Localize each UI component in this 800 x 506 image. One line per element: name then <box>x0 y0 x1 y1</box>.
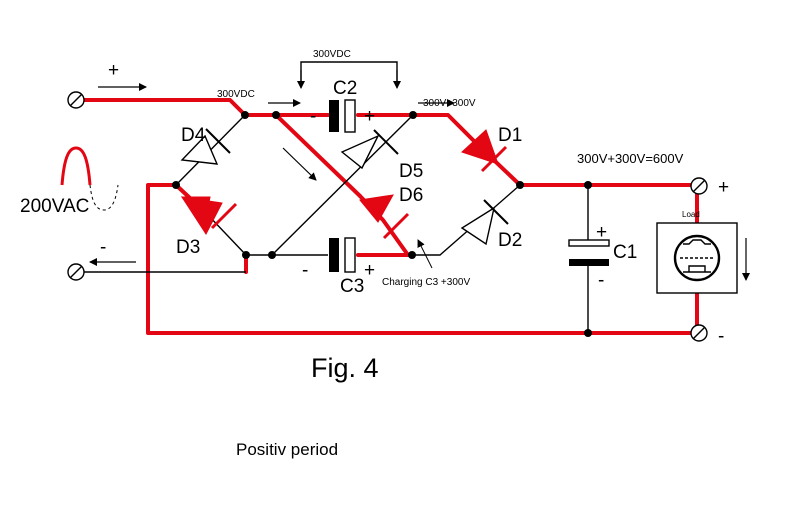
capacitor-c1 <box>568 239 610 266</box>
label-d1: D1 <box>498 125 522 146</box>
polarity-c1-minus: - <box>598 270 604 291</box>
capacitor-c2 <box>329 99 356 133</box>
label-d3: D3 <box>176 237 200 258</box>
ac-source-symbol <box>60 146 119 211</box>
label-c1: C1 <box>613 242 637 263</box>
polarity-output-minus: - <box>718 326 724 347</box>
active-current-path <box>82 98 699 335</box>
current-arrows <box>89 61 455 269</box>
terminal-output-negative <box>690 324 708 342</box>
inactive-wires <box>84 114 589 333</box>
load-block <box>656 222 750 294</box>
diode-d6 <box>359 194 410 240</box>
polarity-c3-minus: - <box>302 260 308 281</box>
period-caption: Positiv period <box>236 440 338 459</box>
polarity-c3-plus: + <box>364 260 375 281</box>
terminal-bottom-left <box>67 263 85 281</box>
label-top-bracket: 300VDC <box>313 49 351 60</box>
polarity-c2-plus: + <box>364 106 375 127</box>
polarity-c2-minus: - <box>310 106 316 127</box>
diode-d1 <box>461 129 508 173</box>
label-charging: Charging C3 +300V <box>382 277 470 288</box>
capacitor-c3 <box>329 237 356 273</box>
polarity-input-minus: - <box>100 237 106 258</box>
label-node-d1: 300V+300V <box>423 98 476 109</box>
label-c2: C2 <box>333 78 357 99</box>
label-d6: D6 <box>399 185 423 206</box>
polarity-c1-plus: + <box>596 222 607 243</box>
label-node-top-left: 300VDC <box>217 89 255 100</box>
label-load: Load <box>682 210 700 219</box>
diode-d4 <box>180 128 231 165</box>
diode-d3 <box>180 196 238 235</box>
figure-caption: Fig. 4 <box>311 353 379 383</box>
junction-dots <box>172 111 592 337</box>
label-source: 200VAC <box>20 196 89 217</box>
diode-d2 <box>460 199 509 246</box>
label-d2: D2 <box>498 230 522 251</box>
diode-d5 <box>340 129 399 170</box>
polarity-output-plus: + <box>718 177 729 198</box>
label-d5: D5 <box>399 161 423 182</box>
polarity-input-plus: + <box>108 60 119 81</box>
terminal-top-left <box>67 91 85 109</box>
label-c3: C3 <box>340 276 364 297</box>
label-d4: D4 <box>181 125 206 146</box>
label-output: 300V+300V=600V <box>577 151 684 166</box>
terminal-output-positive <box>690 177 708 195</box>
